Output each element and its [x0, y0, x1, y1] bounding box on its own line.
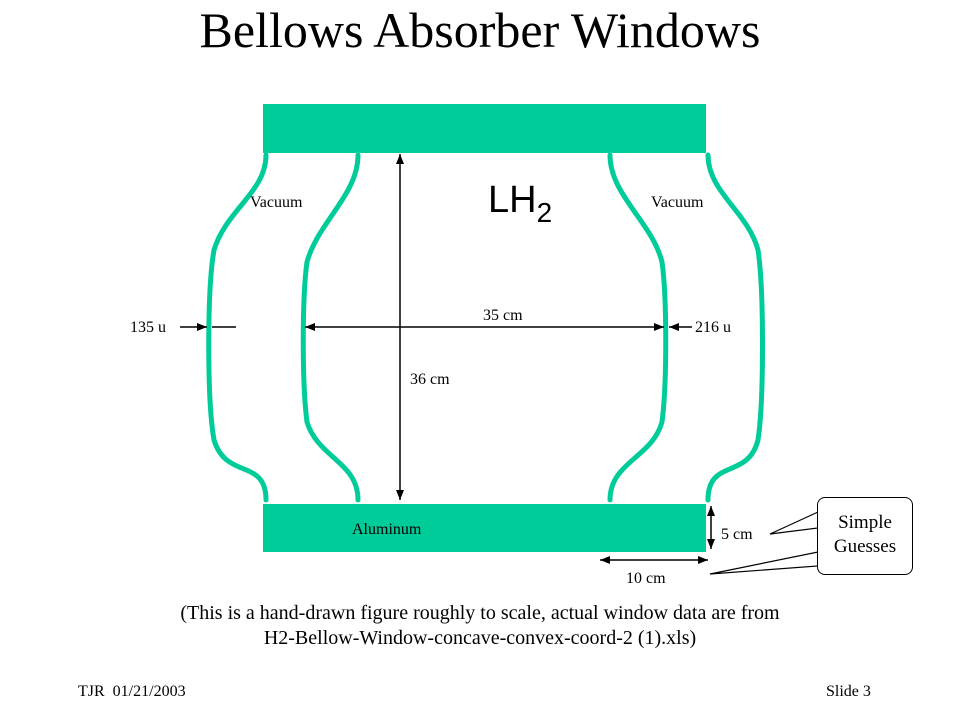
callout-pointer-upper — [769, 511, 819, 535]
left-inner-window — [300, 152, 361, 503]
figure-caption: (This is a hand-drawn figure roughly to … — [0, 601, 960, 651]
vacuum-left-label: Vacuum — [250, 194, 303, 211]
footer-slide-number: Slide 3 — [826, 683, 871, 700]
simple-guesses-callout: Simple Guesses — [817, 497, 913, 575]
footer-author-date: TJR 01/21/2003 — [78, 683, 186, 700]
callout-line-1: Simple — [838, 512, 892, 533]
flange-offset-label: 10 cm — [626, 570, 666, 587]
right-thickness-label: 216 u — [695, 319, 731, 336]
width-dimension-label: 35 cm — [483, 307, 523, 324]
callout-pointer-lower — [709, 551, 819, 575]
lh2-subscript: 2 — [536, 197, 553, 228]
bottom-aluminum-flange — [263, 504, 706, 552]
flange-height-label: 5 cm — [721, 526, 753, 543]
lh2-main: LH — [488, 179, 537, 221]
aluminum-label: Aluminum — [352, 521, 422, 538]
lh2-label: LH2 — [488, 178, 552, 235]
height-dimension-label: 36 cm — [410, 371, 450, 388]
left-thickness-label: 135 u — [130, 319, 166, 336]
right-outer-window — [705, 152, 765, 503]
vacuum-right-label: Vacuum — [651, 194, 704, 211]
slide-title: Bellows Absorber Windows — [199, 2, 761, 58]
caption-line-2: H2-Bellow-Window-concave-convex-coord-2 … — [263, 627, 697, 649]
top-aluminum-flange — [263, 104, 706, 153]
callout-line-2: Guesses — [833, 536, 897, 557]
left-outer-window — [206, 152, 269, 503]
caption-line-1: (This is a hand-drawn figure roughly to … — [180, 602, 780, 624]
right-inner-window — [607, 152, 669, 503]
